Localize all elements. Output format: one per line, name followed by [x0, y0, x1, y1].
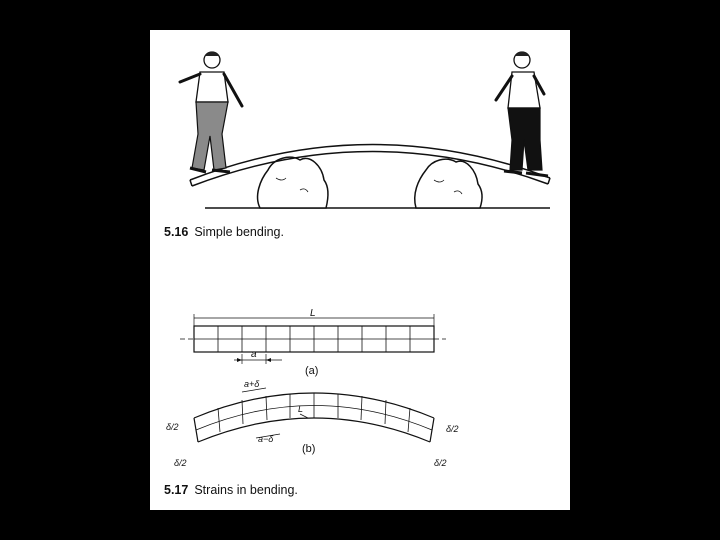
figure-5-17-text: Strains in bending.: [194, 483, 298, 497]
plank-bottom: [191, 150, 549, 187]
delta-half-right-bottom: δ/2: [434, 458, 447, 468]
figure-drawing: L a (a): [166, 51, 551, 468]
figure-5-16-text: Simple bending.: [194, 225, 284, 239]
figure-5-17-caption: 5.17 Strains in bending.: [164, 483, 298, 497]
right-man: [494, 51, 549, 178]
delta-half-left-top: δ/2: [166, 422, 179, 432]
length-label: L: [310, 308, 316, 319]
a-label: a: [251, 349, 257, 360]
figure-5-16-caption: 5.16 Simple bending.: [164, 225, 284, 239]
sub-a-label: (a): [305, 365, 318, 377]
delta-half-right-top: δ/2: [446, 424, 459, 434]
bent-beam-bottom: [197, 417, 431, 443]
left-man: [178, 51, 244, 174]
a-minus-delta-label: a−δ: [258, 434, 274, 444]
delta-half-left-bottom: δ/2: [174, 458, 187, 468]
simple-bending-illustration: [178, 51, 551, 209]
figure-5-16-number: 5.16: [164, 225, 189, 239]
figure-5-17-number: 5.17: [164, 483, 189, 497]
textbook-page: L a (a): [150, 30, 570, 510]
a-plus-delta-label: a+δ: [244, 379, 260, 389]
straight-beam-grid: L a (a): [180, 308, 446, 377]
bent-beam-grid: a+δ a−δ L δ/2 δ/2 δ/2 δ/2 (b): [166, 379, 459, 468]
sub-b-label: (b): [302, 443, 315, 455]
left-rock: [256, 156, 329, 209]
right-rock: [414, 158, 483, 209]
plank-top: [189, 143, 551, 181]
angle-label: L: [298, 404, 303, 414]
